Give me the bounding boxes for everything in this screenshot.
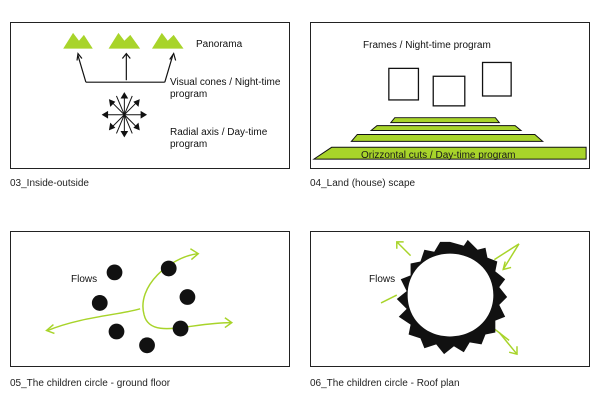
land-scape-diagram	[312, 61, 587, 160]
panel-caption-05: 05_The children circle - ground floor	[10, 378, 171, 389]
radial-axis-label: Radial axis / Day-time	[170, 127, 268, 138]
frame-middle	[432, 75, 466, 107]
flow-arrows	[380, 241, 520, 356]
frame-left	[388, 67, 420, 101]
panel-children-circle-ground: Flows	[10, 231, 290, 367]
horizontal-cuts-label: Orizzontal cuts / Day-time program	[361, 150, 516, 161]
visual-cones-label-line2: program	[170, 89, 208, 100]
panel-inside-outside: Panorama Visual cones / Night-time progr…	[10, 22, 290, 169]
visual-cones-label: Visual cones / Night-time	[170, 77, 281, 88]
panel-land-scape: Frames / Night-time program Orizzontal c…	[310, 22, 590, 169]
frame-right	[481, 61, 512, 97]
radial-axis-icon	[101, 92, 148, 138]
panel-caption-06: 06_The children circle - Roof plan	[310, 378, 460, 389]
panel-caption-04: 04_Land (house) scape	[310, 178, 416, 189]
horizontal-cuts	[312, 117, 587, 160]
flow-arrows	[45, 248, 234, 335]
roof-plan-diagram	[380, 239, 520, 356]
flows-label: Flows	[369, 274, 396, 285]
frames-label: Frames / Night-time program	[363, 40, 491, 51]
panorama-label: Panorama	[196, 39, 243, 50]
panel-children-circle-roof: Flows	[310, 231, 590, 367]
panel-caption-03: 03_Inside-outside	[10, 178, 89, 189]
children-dots	[91, 260, 196, 354]
radial-axis-label-line2: program	[170, 139, 208, 150]
flows-label: Flows	[71, 274, 98, 285]
roof-ring	[396, 239, 508, 355]
panorama-mountain-icon	[63, 32, 184, 49]
inside-outside-diagram	[63, 32, 184, 138]
frames-group	[388, 61, 512, 107]
ground-floor-diagram	[45, 248, 234, 354]
visual-cones-arrows	[76, 52, 177, 83]
